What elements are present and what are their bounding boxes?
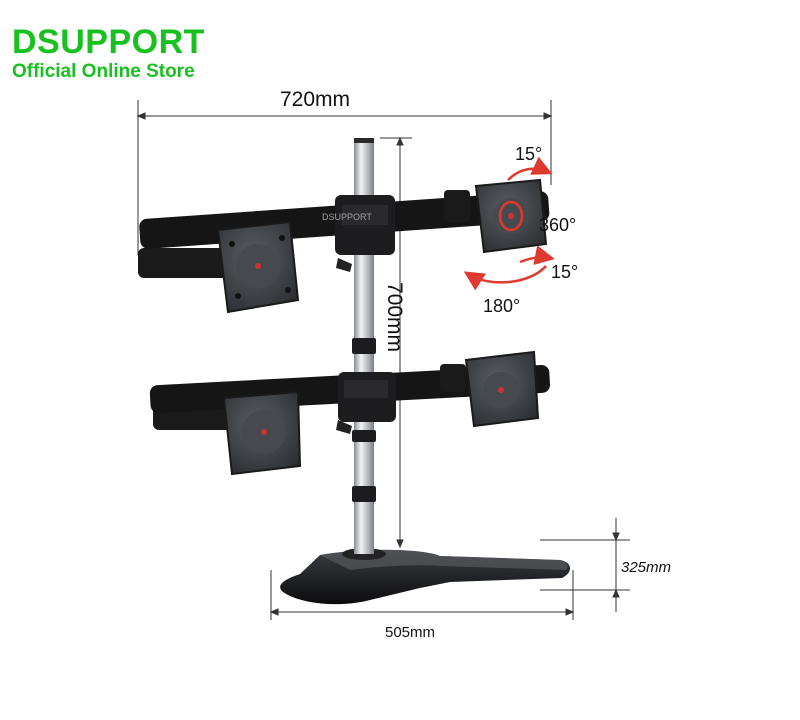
product-logo: DSUPPORT	[322, 212, 372, 222]
base-width-dimension-line	[269, 570, 575, 620]
height-label: 700mm	[383, 282, 406, 353]
depth-dimension-line	[540, 518, 630, 612]
base-depth-label: 325mm	[621, 559, 672, 576]
upper-left-vesa-plate	[216, 220, 300, 314]
lower-left-vesa-plate	[222, 390, 302, 476]
rotation-arrows	[463, 156, 555, 291]
pole-collars	[352, 338, 376, 502]
swivel-label: 180°	[483, 296, 521, 316]
stand-base	[280, 548, 571, 605]
tilt-down-label: 15°	[551, 262, 579, 282]
brand-name: DSUPPORT	[12, 23, 205, 61]
rotate-label: 360°	[539, 215, 577, 235]
brand-logo: DSUPPORT Official Online Store	[12, 24, 205, 84]
base-width-label: 505mm	[385, 624, 436, 641]
lower-right-vesa-plate	[464, 350, 540, 428]
width-label: 720mm	[280, 88, 351, 111]
brand-subtitle: Official Online Store	[12, 61, 195, 82]
upper-right-vesa-plate	[474, 178, 548, 254]
width-dimension-line	[136, 100, 553, 255]
tilt-up-label: 15°	[515, 144, 543, 164]
